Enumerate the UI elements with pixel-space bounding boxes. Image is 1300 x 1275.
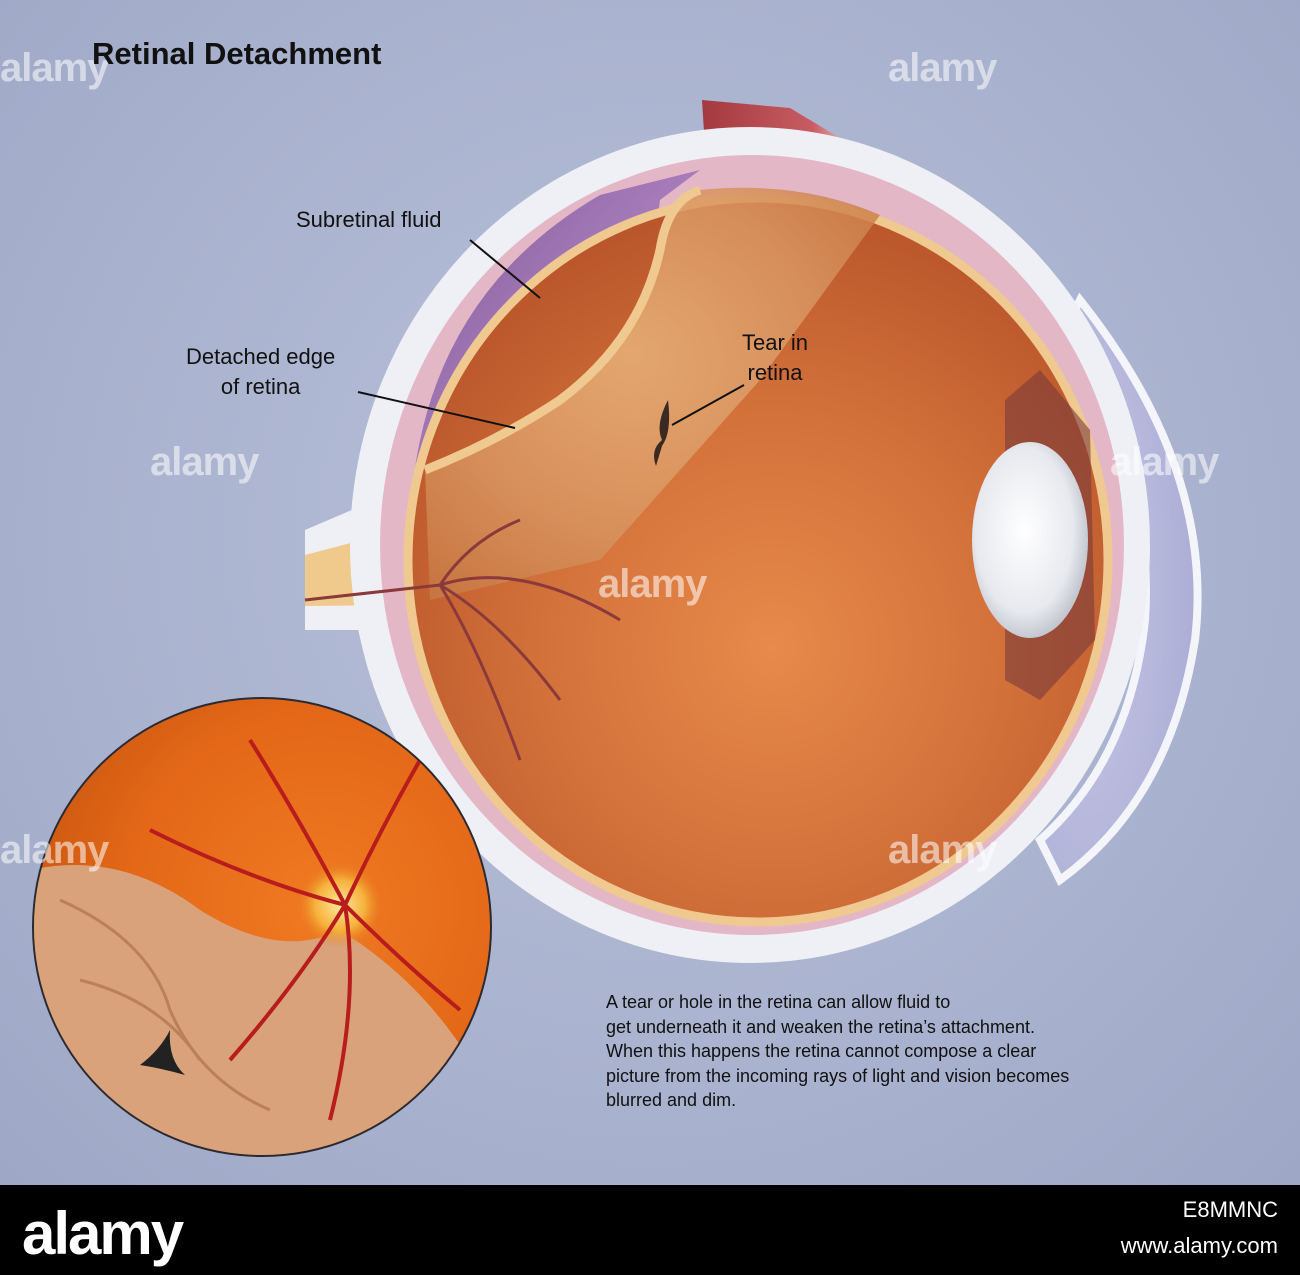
label-detached-edge-line2: of retina bbox=[220, 374, 301, 399]
lens bbox=[972, 442, 1088, 638]
label-tear-line2: retina bbox=[747, 360, 803, 385]
detached-retina-edge bbox=[423, 185, 702, 475]
caption-line: A tear or hole in the retina can allow f… bbox=[606, 992, 951, 1012]
label-tear-in-retina: Tear in retina bbox=[742, 328, 808, 388]
caption-line: blurred and dim. bbox=[606, 1090, 737, 1110]
caption-text: A tear or hole in the retina can allow f… bbox=[606, 990, 1176, 1113]
leader-lines bbox=[357, 239, 745, 429]
diagram-title: Retinal Detachment bbox=[92, 36, 382, 71]
watermark: alamy bbox=[0, 828, 109, 872]
illustration-area: alamy alamy alamy alamy alamy alamy alam… bbox=[0, 0, 1300, 1185]
watermark: alamy bbox=[0, 46, 109, 90]
label-subretinal-fluid-text: Subretinal fluid bbox=[296, 207, 442, 232]
watermark: alamy bbox=[888, 828, 997, 872]
retinal-tear bbox=[654, 400, 670, 466]
label-detached-edge: Detached edge of retina bbox=[186, 342, 335, 402]
label-detached-edge-line1: Detached edge bbox=[186, 344, 336, 369]
label-tear-line1: Tear in bbox=[742, 330, 809, 355]
footer-bar: alamy E8MMNC www.alamy.com bbox=[0, 1185, 1300, 1275]
detached-retina bbox=[425, 187, 880, 600]
retinal-vessels bbox=[304, 518, 621, 761]
site-url: www.alamy.com bbox=[1120, 1233, 1278, 1258]
eye-cross-section-illustration bbox=[32, 100, 1202, 1157]
watermark: alamy bbox=[598, 562, 707, 606]
watermark: alamy bbox=[1110, 440, 1219, 484]
alamy-logo: alamy bbox=[22, 1200, 184, 1267]
watermark: alamy bbox=[150, 440, 259, 484]
caption-line: get underneath it and weaken the retina’… bbox=[606, 1016, 1035, 1037]
caption-line: picture from the incoming rays of light … bbox=[606, 1065, 1070, 1086]
image-id: E8MMNC bbox=[1182, 1197, 1278, 1222]
watermark: alamy bbox=[888, 46, 997, 90]
caption-line: When this happens the retina cannot comp… bbox=[606, 1041, 1037, 1061]
label-subretinal-fluid: Subretinal fluid bbox=[296, 205, 442, 235]
fundus-inset bbox=[34, 699, 490, 1155]
